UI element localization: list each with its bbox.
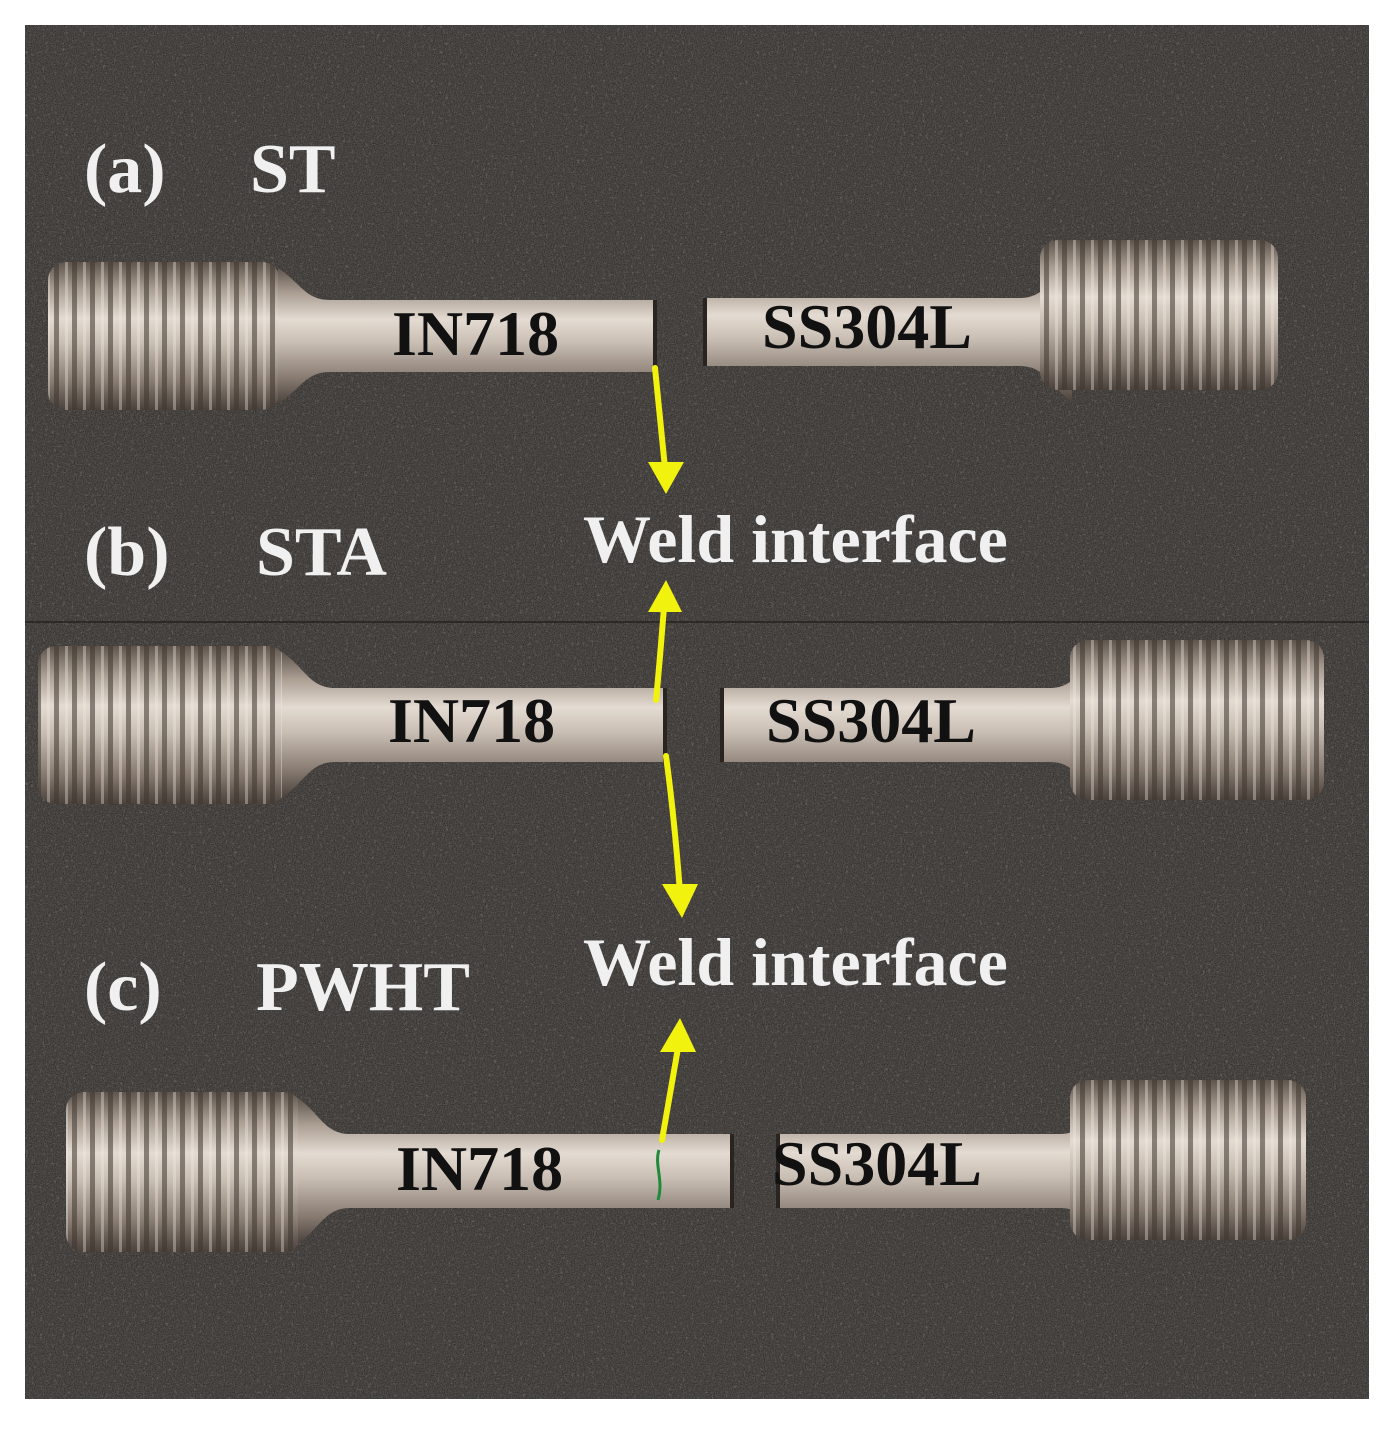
specimen-b-left-half <box>38 646 667 804</box>
specimen-a-right-label: SS304L <box>762 291 972 362</box>
specimen-a-left-label: IN718 <box>392 298 559 369</box>
specimen-a-left-half <box>48 262 657 410</box>
arrow-b-up <box>653 605 667 703</box>
specimen-b <box>38 640 1324 804</box>
weld-interface-label-1: Weld interface <box>583 501 1008 577</box>
specimen-c-right-half <box>776 1080 1306 1244</box>
specimen-a <box>48 240 1278 410</box>
specimen-a-right-half <box>703 240 1278 402</box>
panel-a-treatment: ST <box>250 131 336 208</box>
panel-b-treatment: STA <box>256 514 387 591</box>
panel-c-tag: (c) <box>84 949 162 1026</box>
specimen-c-left-half <box>66 1092 734 1252</box>
specimen-b-right-label: SS304L <box>766 685 976 756</box>
panel-c-treatment: PWHT <box>256 949 470 1026</box>
specimen-b-left-label: IN718 <box>388 685 555 756</box>
weld-interface-label-2: Weld interface <box>583 924 1008 1000</box>
panel-b-tag: (b) <box>84 514 170 591</box>
panel-a-tag: (a) <box>84 131 166 208</box>
specimen-b-right-half <box>720 640 1324 800</box>
weld-mark-line <box>656 1149 662 1201</box>
arrow-b-down <box>663 753 683 895</box>
weld-interface-arrows <box>648 365 698 1143</box>
arrow-c-up <box>659 1045 681 1143</box>
specimen-c-right-label: SS304L <box>772 1128 982 1199</box>
specimen-c <box>66 1080 1306 1252</box>
arrow-a-down <box>652 365 668 471</box>
specimen-c-left-label: IN718 <box>396 1133 563 1204</box>
